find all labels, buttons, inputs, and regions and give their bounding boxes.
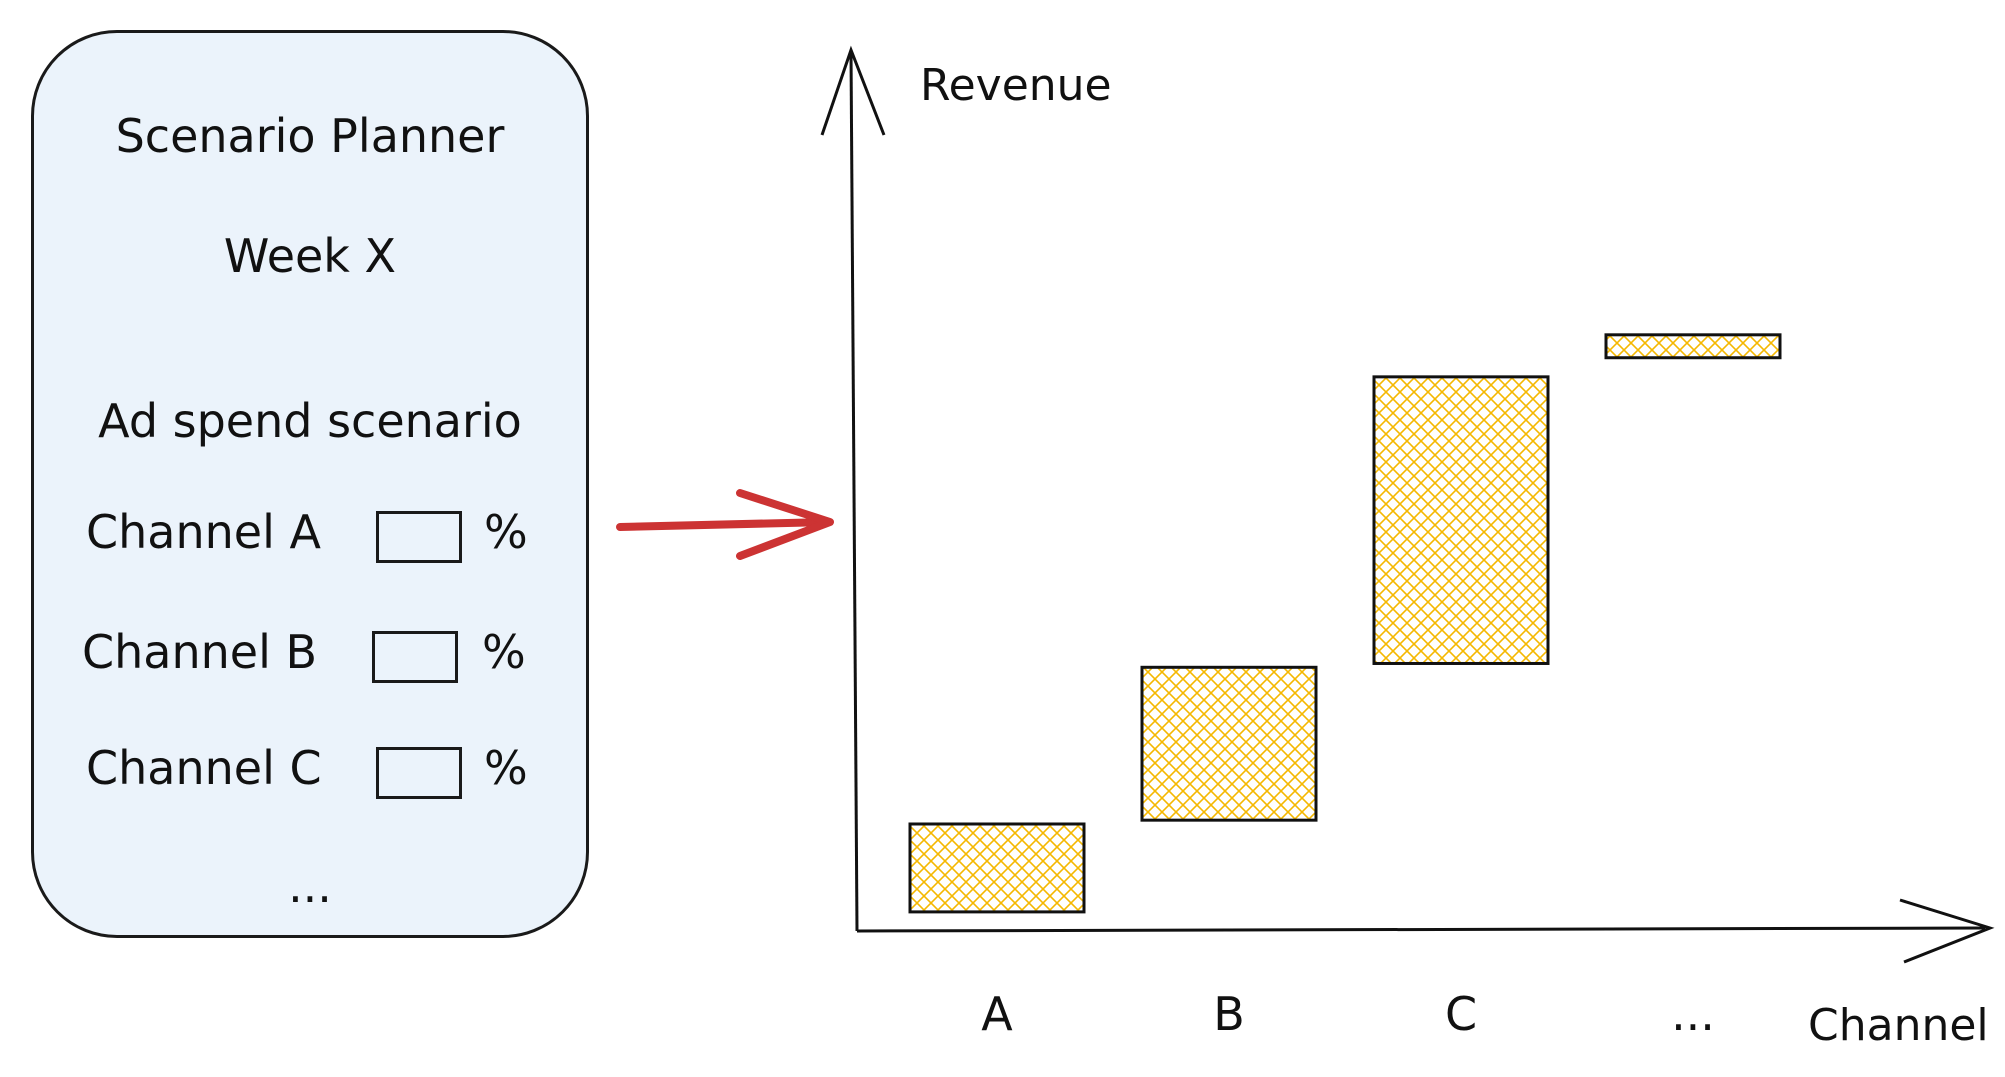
- bar-1: [908, 822, 1086, 914]
- channel-c-label: Channel C: [86, 741, 322, 795]
- channel-b-unit: %: [482, 625, 526, 679]
- channel-b-label: Channel B: [82, 625, 318, 679]
- y-axis-arrowhead-icon: [820, 45, 886, 136]
- channel-b-input[interactable]: [372, 631, 458, 683]
- more-channels-ellipsis: ...: [288, 859, 332, 913]
- x-axis-label: Channel: [1808, 1000, 1989, 1051]
- planner-title: Scenario Planner: [115, 109, 505, 163]
- channel-c-unit: %: [484, 741, 528, 795]
- flow-arrow-icon: [616, 489, 834, 560]
- bar-2: [1140, 665, 1318, 822]
- y-axis-line: [849, 51, 859, 932]
- x-tick-label-2: B: [1213, 987, 1245, 1041]
- bar-3: [1372, 375, 1550, 665]
- section-label: Ad spend scenario: [98, 394, 522, 448]
- channel-a-input[interactable]: [376, 511, 462, 563]
- channel-c-input[interactable]: [376, 747, 462, 799]
- x-axis-arrowhead-icon: [1899, 898, 1995, 964]
- bar-4: [1604, 333, 1782, 360]
- x-tick-label-3: C: [1445, 987, 1477, 1041]
- channel-a-label: Channel A: [86, 505, 321, 559]
- week-label: Week X: [223, 229, 397, 283]
- x-tick-label-4: ...: [1671, 987, 1715, 1041]
- x-tick-label-1: A: [981, 987, 1013, 1041]
- x-axis-line: [856, 926, 1986, 933]
- scenario-planner-panel: Scenario Planner Week X Ad spend scenari…: [31, 30, 589, 938]
- channel-a-unit: %: [484, 505, 528, 559]
- y-axis-label: Revenue: [920, 60, 1112, 111]
